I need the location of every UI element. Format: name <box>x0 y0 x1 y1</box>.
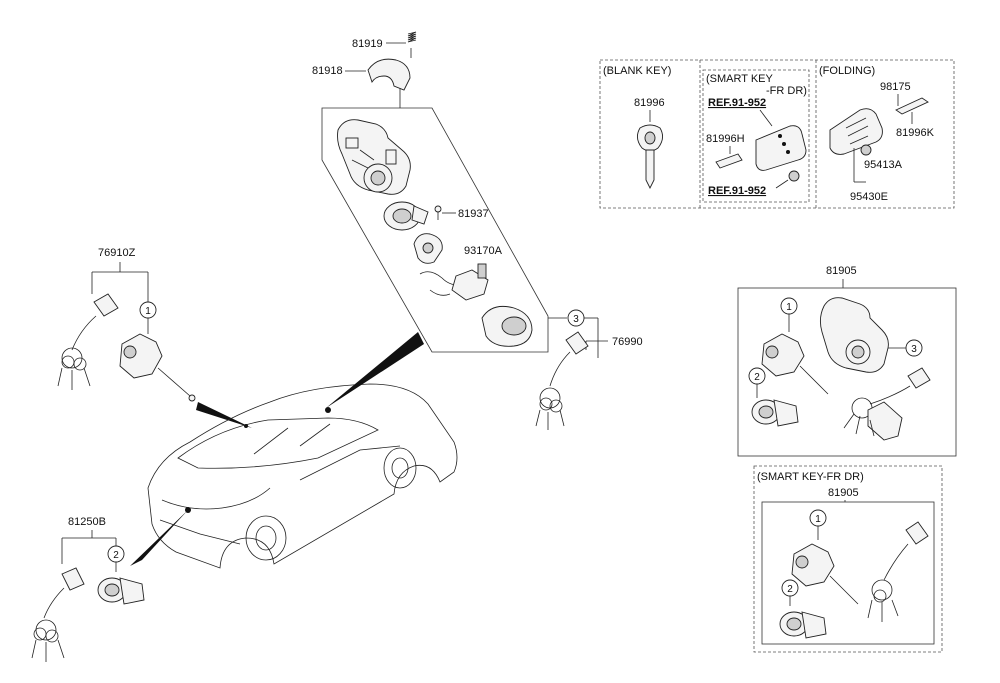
folding-blade-98175 <box>895 97 929 115</box>
key-tag-81250B <box>31 567 85 662</box>
keys-smart <box>867 521 929 622</box>
callout-2-b-text: 2 <box>754 372 760 383</box>
trunk-lock-cylinder-81250B <box>97 577 145 605</box>
part-label-81918: 81918 <box>312 65 343 77</box>
lock-set-81905-group: 81905 1 2 3 <box>737 265 957 457</box>
callout-2-c-text: 2 <box>787 584 793 595</box>
part-label-81996K: 81996K <box>896 127 935 139</box>
lock-set-81905-frame <box>737 287 957 457</box>
smart-key-fr-dr-inner-frame <box>761 501 935 645</box>
key-set-76990-group: 76990 <box>535 317 643 430</box>
caption-folding: (FOLDING) <box>819 65 875 77</box>
part-label-95413A: 95413A <box>864 159 903 171</box>
trunk-cylinder-81905 <box>751 399 799 427</box>
pin-81937-part <box>434 205 442 220</box>
callout-1-a-text: 1 <box>145 306 151 317</box>
key-ring-light-part <box>481 305 533 347</box>
ignition-frame <box>321 107 549 353</box>
smart-key-fr-dr-frame <box>753 465 943 653</box>
lock-housing-part <box>337 119 411 195</box>
lock-cylinder-part <box>383 201 429 231</box>
ignition-housing-81905 <box>819 297 889 373</box>
blank-key-81996 <box>637 124 663 190</box>
smart-key-fob <box>755 125 807 171</box>
callout-2-a-text: 2 <box>113 550 119 561</box>
part-label-95430E: 95430E <box>850 191 888 203</box>
part-label-81996: 81996 <box>634 97 665 109</box>
part-label-81905-bottom: 81905 <box>828 487 859 499</box>
callout-1-b-text: 1 <box>786 302 792 313</box>
door-cylinder-81905 <box>761 333 829 395</box>
ignition-assembly-group: 81919 81918 81937 <box>312 31 585 353</box>
part-label-81996H: 81996H <box>706 133 745 145</box>
spring-81919-part <box>407 31 417 58</box>
callout-3-b <box>905 339 923 357</box>
door-cylinder-smart <box>791 543 859 605</box>
clip-part <box>413 233 443 264</box>
caption-smart-key-fr-dr: (SMART KEY-FR DR) <box>757 471 864 483</box>
part-label-93170A: 93170A <box>464 245 503 257</box>
folding-key-fob <box>829 108 883 155</box>
part-label-98175: 98175 <box>880 81 911 93</box>
emergency-key-81996H <box>715 153 743 169</box>
part-label-76990: 76990 <box>612 336 643 348</box>
car-illustration <box>147 332 458 569</box>
battery-95413A-icon <box>860 144 872 156</box>
keys-panel: (BLANK KEY) (SMART KEY -FR DR) (FOLDING)… <box>599 59 955 209</box>
switch-93170A-part <box>419 263 489 301</box>
keys-panel-frame <box>599 59 955 209</box>
caption-smart-key-line1: (SMART KEY <box>706 73 773 85</box>
callout-3-a-text: 3 <box>573 314 579 325</box>
callout-3-b-text: 3 <box>911 344 917 355</box>
lock-set-81250B-group: 81250B 2 <box>31 510 188 662</box>
part-label-81905-top: 81905 <box>826 265 857 277</box>
part-label-76910Z: 76910Z <box>98 247 136 259</box>
trunk-cylinder-smart <box>779 611 827 639</box>
ref-91-952-a: REF.91-952 <box>708 97 766 109</box>
keys-81905 <box>843 367 931 441</box>
key-tag-76910Z <box>57 293 119 390</box>
part-label-81937: 81937 <box>458 208 489 220</box>
callout-1-c-text: 1 <box>815 514 821 525</box>
battery-icon <box>788 170 800 182</box>
lock-set-76910Z-group: 76910Z 1 <box>57 247 252 428</box>
key-tag-76990 <box>535 331 589 430</box>
door-lock-cylinder-76910Z <box>119 333 196 402</box>
bracket-81918-part <box>367 58 411 91</box>
ref-91-952-b: REF.91-952 <box>708 185 766 197</box>
caption-smart-key-line2: -FR DR) <box>766 85 807 97</box>
part-label-81919: 81919 <box>352 38 383 50</box>
smart-key-fr-dr-group: (SMART KEY-FR DR) 81905 1 2 <box>753 465 943 653</box>
caption-blank-key: (BLANK KEY) <box>603 65 671 77</box>
smart-key-inner-frame <box>702 69 810 203</box>
part-label-81250B: 81250B <box>68 516 106 528</box>
